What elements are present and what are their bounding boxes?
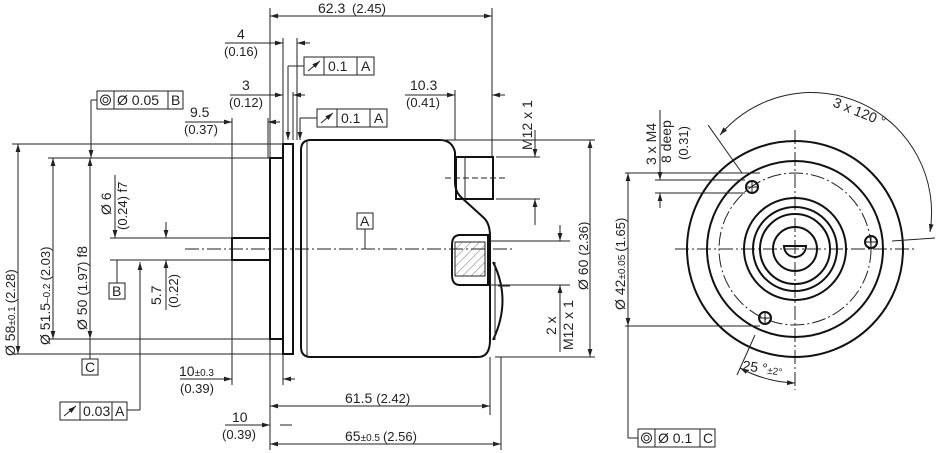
concentricity-frame-b: Ø 0.05 B [96, 90, 184, 110]
svg-text:A: A [361, 58, 371, 74]
svg-text:(0.12): (0.12) [229, 95, 263, 110]
side-view [185, 139, 515, 358]
angle-25-label: 25 °±2° [742, 357, 784, 378]
svg-text:A: A [115, 403, 125, 419]
dia-6-value: Ø 6 [98, 192, 114, 215]
svg-text:A: A [360, 213, 370, 229]
dim-65: 65±0.5(2.56) [345, 428, 417, 444]
mounting-hole [864, 235, 878, 249]
runout-frame-top: 0.1 A [303, 56, 375, 76]
dia-42-dim: Ø 42±0.05(1.65) [612, 218, 628, 310]
dia-58-dim: Ø 58±0.1(2.28) [2, 269, 18, 356]
mounting-hole [745, 180, 759, 194]
connector-section [451, 234, 489, 286]
svg-text:(0.31): (0.31) [676, 126, 691, 160]
svg-text:0.03: 0.03 [83, 403, 110, 419]
svg-text:Ø 0.05: Ø 0.05 [117, 92, 159, 108]
concentricity-frame-c: Ø 0.1 C [637, 428, 716, 448]
svg-text:10: 10 [232, 409, 248, 425]
svg-text:0.1: 0.1 [328, 58, 348, 74]
svg-text:62.3: 62.3 [318, 0, 345, 16]
overall-length-dim: 62.3 (2.45) [318, 0, 386, 16]
dim-4: 4 (0.16) [224, 26, 258, 59]
svg-text:3: 3 [242, 77, 250, 93]
datum-b: B [108, 282, 126, 300]
concentricity-icon [641, 432, 652, 444]
dia-6-inch: (0.24) f7 [115, 182, 130, 230]
dim-10-3: 10.3 (0.41) [406, 77, 440, 110]
svg-text:B: B [112, 283, 121, 299]
dim-9-5: 9.5 (0.37) [184, 104, 218, 137]
flange [282, 143, 294, 355]
thread-bottom-count: 2 x [543, 316, 559, 335]
dim-61-5: 61.5(2.42) [345, 390, 410, 406]
front-view [625, 92, 936, 439]
runout-frame-bottom: 0.03 A [59, 401, 128, 421]
dim-5-7-inch: (0.22) [166, 274, 181, 308]
svg-text:3 x M4: 3 x M4 [643, 123, 659, 165]
shaft-flat [782, 245, 808, 258]
svg-text:(0.41): (0.41) [406, 95, 440, 110]
dia-60-dim: Ø 60(2.36) [575, 222, 591, 290]
svg-text:(0.16): (0.16) [224, 44, 258, 59]
runout-icon [307, 60, 321, 72]
svg-text:10±0.3: 10±0.3 [179, 363, 214, 379]
svg-text:(0.37): (0.37) [184, 122, 218, 137]
datum-c: C [81, 358, 99, 376]
dimension-lines [15, 13, 593, 447]
thread-bottom-value: M12 x 1 [560, 300, 576, 350]
svg-text:C: C [85, 359, 95, 375]
svg-text:(0.39): (0.39) [180, 381, 214, 396]
svg-text:10.3: 10.3 [410, 77, 437, 93]
dim-3: 3 (0.12) [229, 77, 263, 110]
svg-text:Ø 0.1: Ø 0.1 [658, 430, 692, 446]
dia-51-5-dim: Ø 51.5–0.2(2.03) [37, 247, 53, 345]
svg-text:0.1: 0.1 [341, 110, 361, 126]
mounting-hole [758, 311, 772, 325]
svg-text:C: C [703, 430, 713, 446]
runout-frame-mid: 0.1 A [316, 108, 388, 128]
holes-spec: 3 x M4 8 deep (0.31) [643, 110, 691, 165]
angle-120-label: 3 x 120 ° [831, 94, 888, 130]
svg-text:(0.39): (0.39) [222, 427, 256, 442]
svg-text:4: 4 [237, 26, 245, 42]
extension-lines [12, 8, 595, 450]
dia-50-dim: Ø 50(1.97)f8 [74, 246, 90, 330]
datum-a: A [356, 212, 374, 230]
thread-top-label: M12 x 1 [519, 100, 535, 150]
dim-10: 10 (0.39) [222, 409, 256, 442]
dim-10-tol: 10±0.3 (0.39) [179, 363, 214, 396]
runout-icon [63, 405, 77, 417]
svg-text:(2.45): (2.45) [352, 1, 386, 16]
svg-text:8 deep: 8 deep [658, 120, 674, 163]
svg-text:A: A [374, 110, 384, 126]
svg-text:B: B [171, 92, 180, 108]
svg-text:9.5: 9.5 [190, 104, 210, 120]
concentricity-icon [100, 94, 111, 106]
dim-5-7-value: 5.7 [148, 285, 164, 305]
runout-icon [320, 112, 334, 124]
connector-cap [492, 261, 504, 341]
